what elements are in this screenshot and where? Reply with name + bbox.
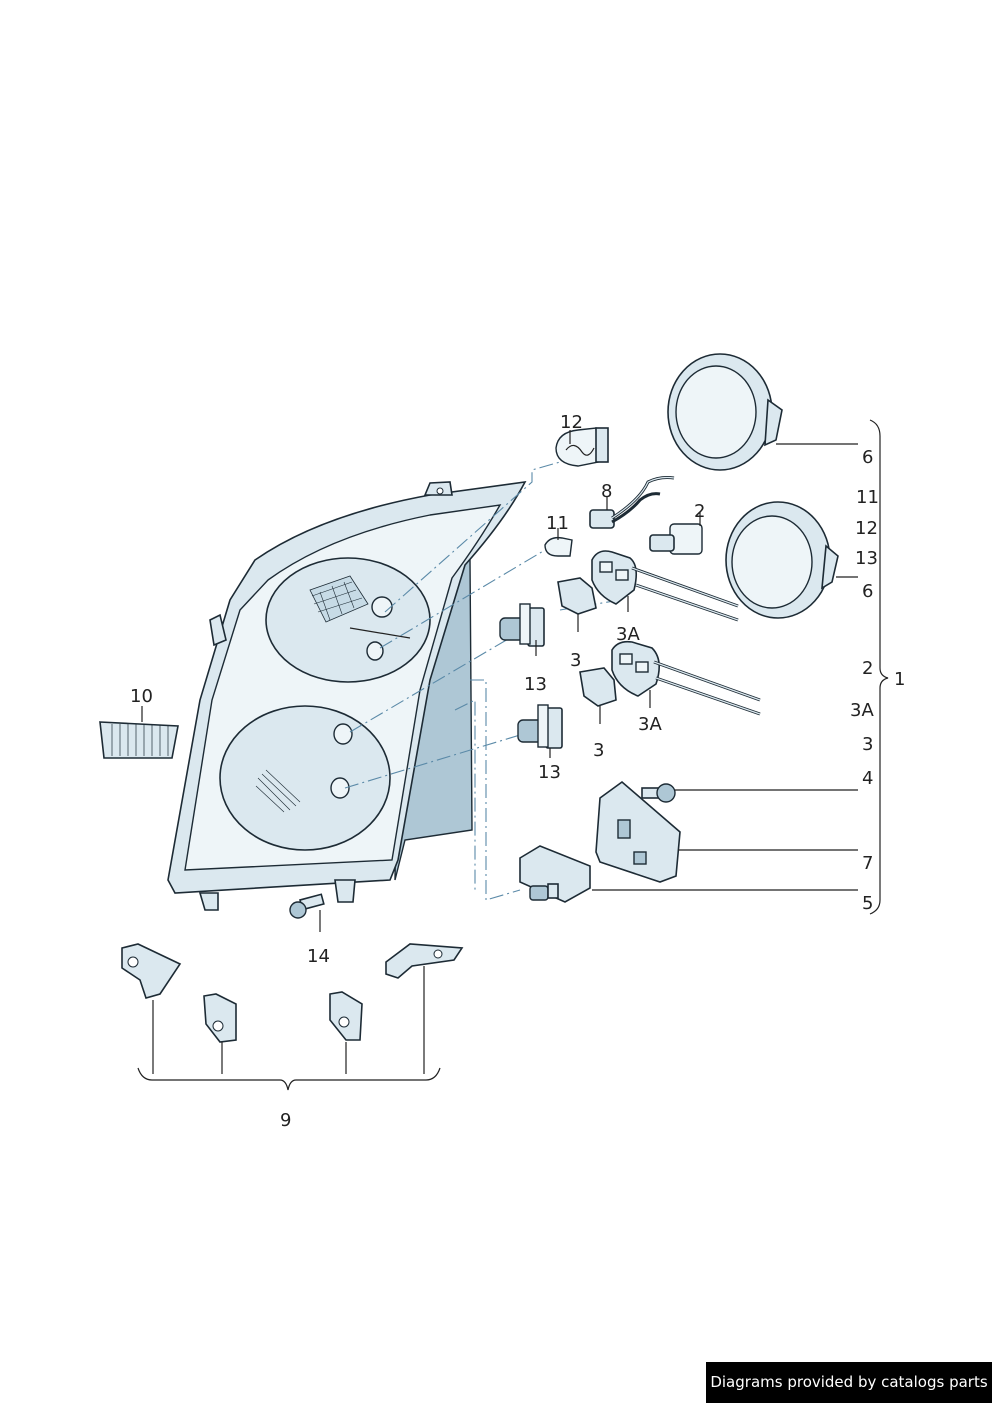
legend-12: 12: [855, 518, 878, 539]
holder-2: [649, 523, 703, 555]
legend-11: 11: [856, 487, 879, 508]
bulb-11: [544, 536, 573, 557]
motor-5: [519, 845, 591, 903]
legend-6a: 6: [862, 447, 873, 468]
callout-3-top: 3: [570, 650, 581, 671]
callout-8: 8: [601, 481, 612, 502]
legend-6b: 6: [862, 581, 873, 602]
brackets-9: [121, 943, 464, 1043]
legend-5: 5: [862, 893, 873, 914]
brace-group-9: [137, 1067, 441, 1091]
legend-13: 13: [855, 548, 878, 569]
legend-1: 1: [894, 669, 905, 690]
callout-3-mid: 3: [593, 740, 604, 761]
bolt-14: [289, 893, 325, 919]
connector-3a-top: [591, 550, 739, 622]
callout-14: 14: [307, 946, 330, 967]
ring-3-top: [557, 577, 597, 615]
callout-3a-mid: 3A: [638, 714, 662, 735]
callout-3a-top: 3A: [616, 624, 640, 645]
brace-group-1: [869, 419, 889, 915]
bulb-12: [555, 427, 609, 467]
legend-3a: 3A: [850, 700, 874, 721]
screw-4: [641, 783, 676, 803]
socket-8: [589, 476, 675, 529]
legend-3: 3: [862, 734, 873, 755]
credit-banner: Diagrams provided by catalogs parts: [706, 1362, 992, 1403]
trim-10: [99, 721, 179, 759]
callout-11: 11: [546, 513, 569, 534]
cap-6-bottom: [725, 501, 839, 619]
leader-lines: [141, 430, 858, 1074]
legend-2: 2: [862, 658, 873, 679]
h7-bulb-top: [499, 603, 545, 647]
control-unit-7: [595, 780, 681, 883]
callout-12: 12: [560, 412, 583, 433]
legend-4: 4: [862, 768, 873, 789]
callout-13-top: 13: [524, 674, 547, 695]
callout-2: 2: [694, 501, 705, 522]
callout-9: 9: [280, 1110, 291, 1131]
legend-7: 7: [862, 853, 873, 874]
callout-10: 10: [130, 686, 153, 707]
callout-13-mid: 13: [538, 762, 561, 783]
ring-3-mid: [579, 667, 617, 707]
headlight-housing: [167, 480, 527, 911]
h7-bulb-mid: [517, 704, 563, 749]
cap-6-top: [667, 353, 783, 471]
connector-3a-mid: [611, 640, 761, 716]
